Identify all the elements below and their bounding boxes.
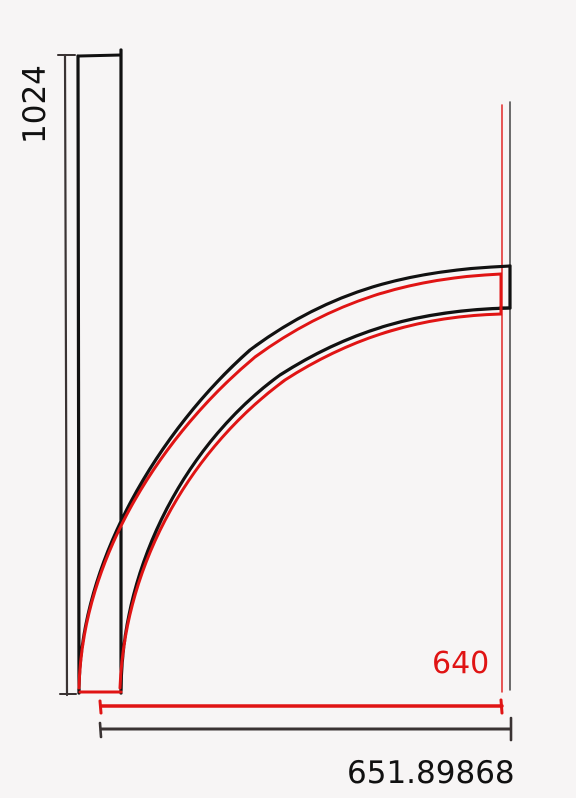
black-end-cap bbox=[498, 264, 512, 310]
vertical-bar bbox=[76, 48, 123, 695]
black-width-label: 651.89868 bbox=[347, 755, 515, 791]
black-inner-arc bbox=[119, 306, 512, 692]
vertical-bar-top-edge bbox=[77, 53, 123, 58]
height-label: 1024 bbox=[17, 65, 53, 144]
right-reference-lines bbox=[501, 101, 511, 693]
red-width-left-tick bbox=[98, 699, 103, 715]
black-width-left-tick bbox=[98, 721, 103, 739]
height-dimension-line bbox=[63, 53, 69, 697]
height-dimension bbox=[57, 53, 77, 697]
red-width-dimension bbox=[98, 698, 504, 715]
black-width-dimension bbox=[98, 716, 513, 742]
red-inner-arc bbox=[118, 312, 503, 690]
red-curved-band bbox=[77, 272, 503, 694]
red-outer-arc bbox=[77, 272, 503, 690]
vertical-bar-left-edge bbox=[76, 54, 81, 695]
red-width-right-tick bbox=[499, 698, 504, 715]
red-width-label: 640 bbox=[432, 646, 489, 681]
